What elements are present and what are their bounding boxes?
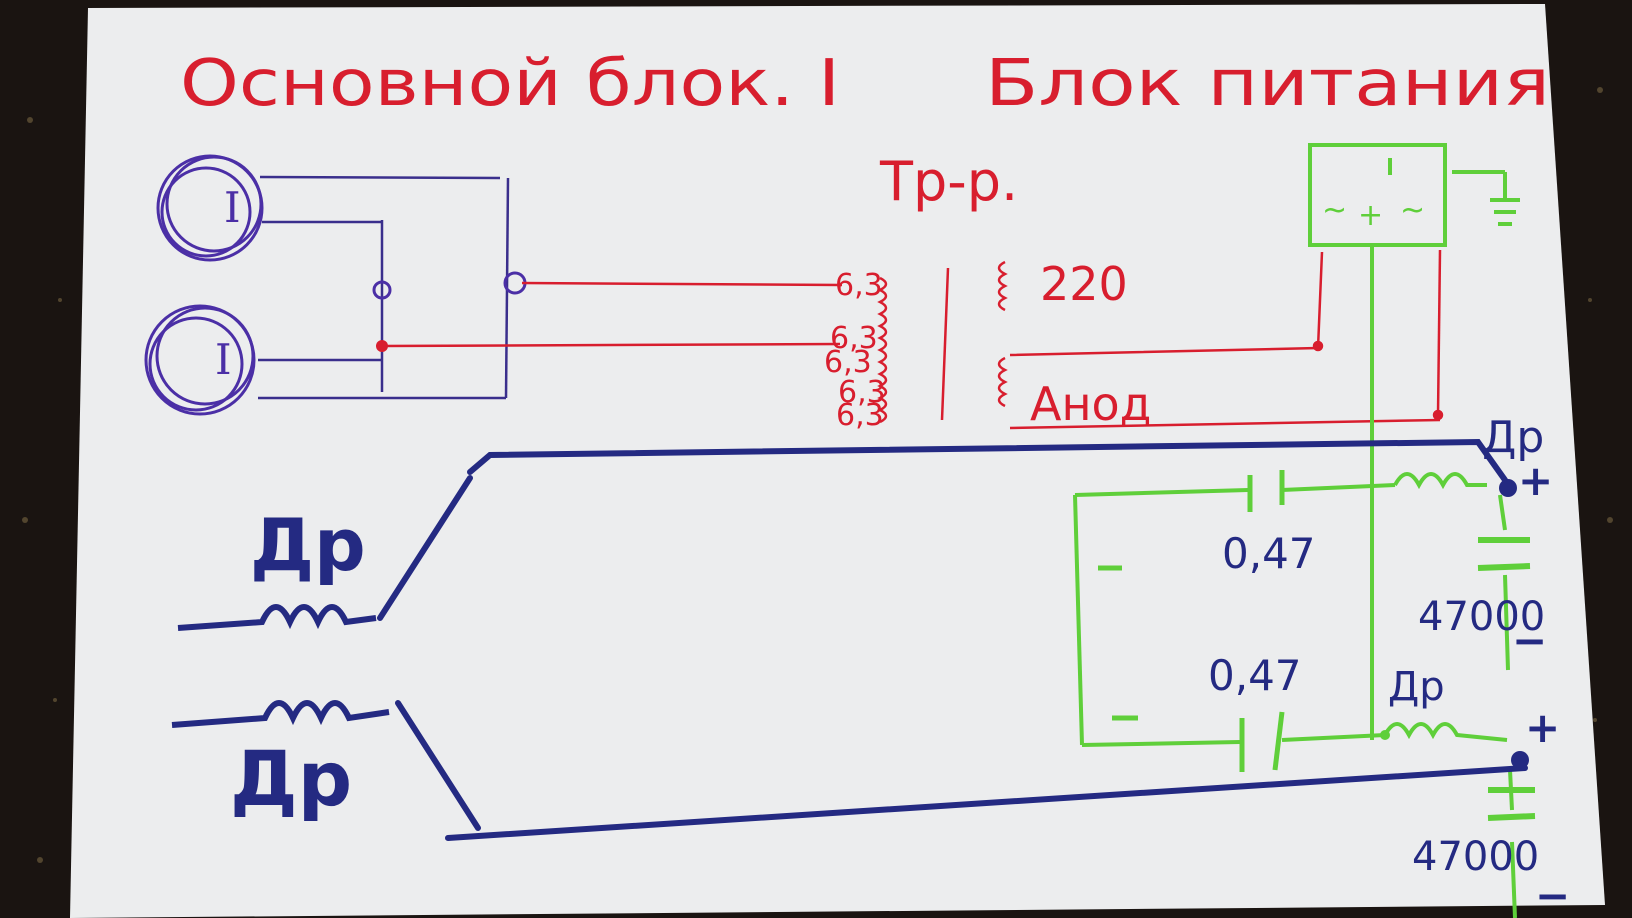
node-top-right bbox=[1499, 479, 1517, 497]
tube-upper bbox=[156, 154, 264, 262]
title-main-block: Основной блок. І bbox=[180, 47, 840, 121]
choke-bottom bbox=[1383, 722, 1508, 742]
transformer-label: Тр-р. bbox=[879, 150, 1018, 213]
electrolytic-top-value: 47000 bbox=[1418, 594, 1545, 640]
tap-label-2: 6,3 bbox=[830, 321, 878, 356]
tap-label-1: 6,3 bbox=[835, 268, 883, 303]
tube-upper-mark: I bbox=[224, 183, 241, 232]
polarity-plus-top: + bbox=[1518, 456, 1553, 505]
filament-wiring bbox=[258, 175, 510, 400]
film-cap-minus-marks bbox=[1098, 565, 1138, 721]
film-cap-top-value: 0,47 bbox=[1222, 529, 1316, 578]
electrolytic-cap-bottom bbox=[1487, 787, 1536, 821]
tube-lower bbox=[144, 304, 256, 416]
tap-label-4: 6,3 bbox=[838, 375, 886, 410]
blue-bus-wires bbox=[377, 438, 1528, 841]
tube-lower-mark: I bbox=[215, 335, 232, 384]
choke-label-right-bottom: Др bbox=[1388, 664, 1445, 710]
anode-wires bbox=[1009, 249, 1444, 430]
rectifier-plus: + bbox=[1358, 198, 1383, 233]
filter-wiring bbox=[1073, 245, 1517, 918]
rectifier-ac-2: ~ bbox=[1400, 193, 1425, 228]
choke-label-right-top: Др bbox=[1482, 412, 1544, 463]
choke-left-lower bbox=[171, 700, 390, 728]
primary-220-label: 220 bbox=[1040, 257, 1128, 311]
tap-label-5: 6,3 bbox=[836, 398, 884, 433]
rectifier-bridge bbox=[1308, 143, 1447, 247]
choke-top bbox=[1393, 472, 1487, 490]
film-cap-bottom-value: 0,47 bbox=[1208, 651, 1302, 700]
polarity-minus-bottom: − bbox=[1535, 871, 1570, 918]
background-sparkles bbox=[22, 87, 1613, 863]
polarity-plus-bottom: + bbox=[1525, 703, 1560, 752]
film-capacitor-bottom bbox=[1239, 711, 1285, 772]
choke-left-upper bbox=[177, 604, 377, 631]
tap-label-3: 6,3 bbox=[824, 345, 872, 380]
node-bottom-right bbox=[1511, 751, 1529, 769]
transformer-coils bbox=[877, 260, 1008, 424]
title-power-supply: Блок питания bbox=[985, 47, 1550, 121]
ground-symbol bbox=[1452, 170, 1520, 226]
choke-label-left-upper: Др bbox=[250, 503, 366, 587]
filament-supply-wires bbox=[381, 281, 843, 348]
rectifier-ac-1: ~ bbox=[1322, 193, 1347, 228]
choke-label-left-lower: Др bbox=[230, 734, 352, 823]
junction-bottom bbox=[1380, 730, 1390, 740]
film-capacitor-top bbox=[1247, 470, 1285, 512]
polarity-minus-top: − bbox=[1512, 616, 1547, 665]
anode-winding-label: Анод bbox=[1030, 377, 1152, 431]
paper-sheet bbox=[70, 4, 1605, 918]
electrolytic-bottom-value: 47000 bbox=[1412, 834, 1539, 880]
electrolytic-cap-top bbox=[1477, 537, 1531, 571]
